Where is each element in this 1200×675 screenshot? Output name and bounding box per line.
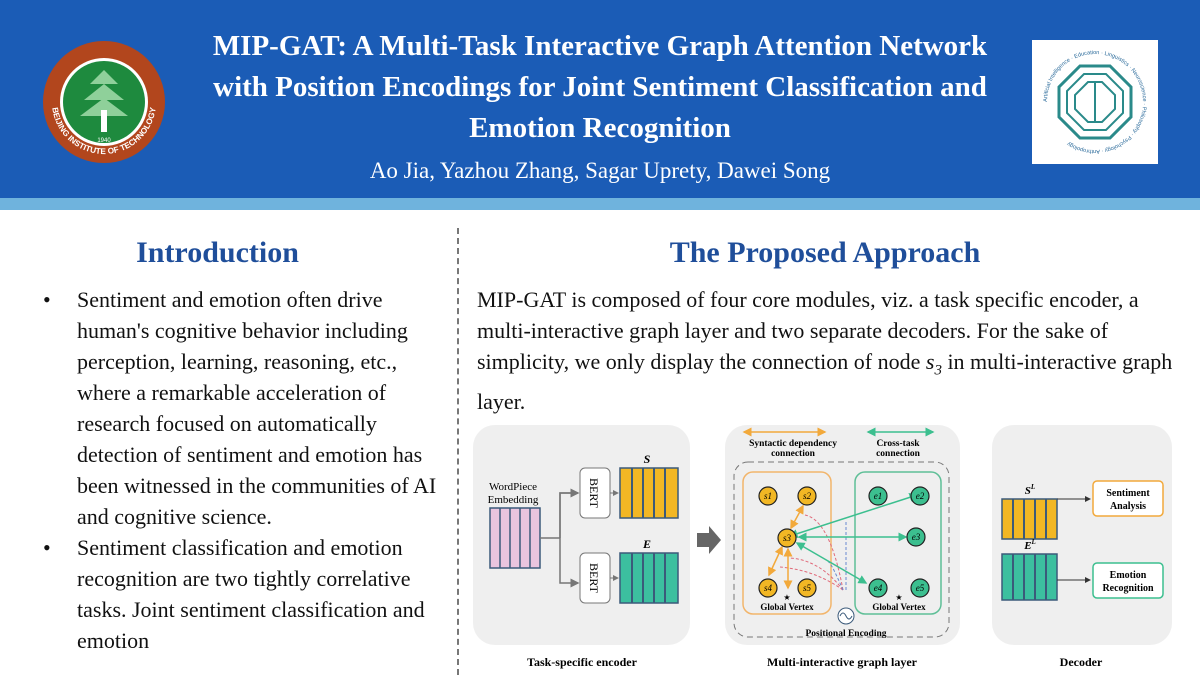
node-s1: s1 — [764, 491, 772, 501]
e-representation — [619, 552, 679, 604]
embedding-label: WordPiece — [489, 481, 537, 493]
superscript: L — [1030, 483, 1035, 491]
legend-label: connection — [876, 449, 921, 459]
multi-interactive-graph-layer: Syntactic dependency connection Cross-ta… — [725, 425, 960, 645]
sentiment-analysis-box — [1092, 480, 1164, 517]
emotion-label: Recognition — [1102, 583, 1154, 594]
node-e2: e2 — [916, 491, 925, 501]
node-e3: e3 — [912, 532, 921, 542]
svg-text:SL: SL — [1025, 483, 1035, 497]
el-label: E — [1023, 540, 1031, 552]
superscript: L — [1031, 538, 1036, 546]
e-label: E — [642, 537, 651, 551]
node-s4: s4 — [764, 583, 773, 593]
sentiment-label: Sentiment — [1106, 488, 1150, 499]
bit-logo: BEIJING INSTITUTE OF TECHNOLOGY 1940 — [43, 41, 165, 163]
emotion-label: Emotion — [1110, 570, 1147, 581]
lab-logo: Artificial Intelligence · Education · Li… — [1032, 40, 1158, 164]
emotion-recognition-box — [1092, 562, 1164, 599]
el-representation — [1001, 553, 1058, 601]
introduction-heading: Introduction — [136, 236, 299, 269]
decoder-caption: Decoder — [1060, 655, 1103, 669]
header-strip — [0, 198, 1200, 210]
encoder-caption: Task-specific encoder — [527, 655, 638, 669]
wordpiece-embedding — [489, 507, 541, 569]
approach-heading: The Proposed Approach — [669, 236, 981, 269]
node-s3: s3 — [783, 533, 792, 543]
column-divider — [457, 228, 459, 675]
legend-label: connection — [771, 449, 816, 459]
bullet-item: Sentiment classification and emotion rec… — [40, 532, 450, 656]
global-vertex-label: Global Vertex — [760, 602, 814, 612]
node-e1: e1 — [874, 491, 883, 501]
logo-year: 1940 — [97, 138, 111, 144]
s-representation — [619, 467, 679, 519]
decoder: SL EL Sentiment Analysis Emotion Recogni… — [992, 425, 1172, 645]
sentiment-label: Analysis — [1110, 501, 1146, 512]
legend-label: Syntactic dependency — [749, 439, 837, 449]
embedding-label: Embedding — [488, 494, 539, 506]
poster-authors: Ao Jia, Yazhou Zhang, Sagar Uprety, Dawe… — [369, 158, 831, 183]
global-vertex-label: Global Vertex — [872, 602, 926, 612]
paragraph-text: in multi-interactive graph layer. — [477, 349, 1173, 415]
node-s5: s5 — [803, 583, 812, 593]
flow-arrow-icon — [697, 526, 721, 554]
star-icon: ★ — [783, 593, 790, 602]
node-subscript: 3 — [934, 362, 942, 379]
approach-paragraph: MIP-GAT is composed of four core modules… — [477, 284, 1187, 417]
sl-label: S — [1025, 485, 1031, 497]
node-e5: e5 — [916, 583, 925, 593]
node-symbol: s — [925, 349, 935, 374]
star-icon: ★ — [895, 593, 902, 602]
legend-label: Cross-task — [876, 439, 920, 449]
poster-title: MIP-GAT: A Multi-Task Interactive Graph … — [212, 30, 988, 144]
positional-encoding-label: Positional Encoding — [805, 629, 886, 639]
bert-label: BERT — [587, 563, 601, 594]
bert-label: BERT — [587, 478, 601, 509]
sl-representation — [1001, 498, 1058, 540]
s-label: S — [644, 452, 651, 466]
task-specific-encoder: WordPiece Embedding BERT BERT S E — [473, 425, 690, 645]
introduction-bullets: Sentiment and emotion often drive human'… — [40, 284, 450, 656]
bullet-item: Sentiment and emotion often drive human'… — [40, 284, 450, 532]
poster-header — [0, 0, 1200, 198]
paragraph-text: MIP-GAT is composed of four core modules… — [477, 287, 1139, 374]
node-s2: s2 — [803, 491, 812, 501]
graph-caption: Multi-interactive graph layer — [767, 655, 918, 669]
svg-text:EL: EL — [1023, 538, 1036, 552]
node-e4: e4 — [874, 583, 883, 593]
